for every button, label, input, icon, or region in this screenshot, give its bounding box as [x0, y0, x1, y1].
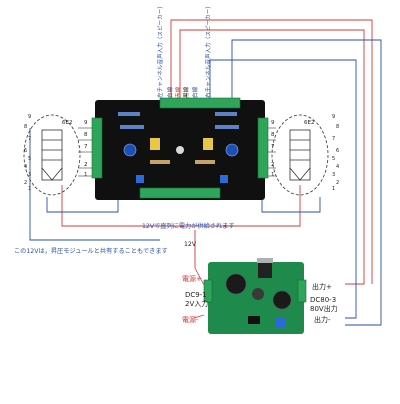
tube-pin-label: 4: [336, 164, 339, 170]
board-pin-label: 7: [271, 144, 275, 150]
board-pin-label: 1: [84, 172, 88, 178]
blue-wires: [29, 39, 382, 326]
tube-pin-label: 2: [336, 180, 339, 186]
tube-board-leads: [78, 127, 276, 177]
trim-pot: [276, 318, 285, 327]
tube-pin-label: 3: [332, 172, 335, 178]
module-out-plus: 出力+: [312, 282, 332, 291]
module-power-minus: 電源-: [182, 315, 199, 324]
film-capacitor: [150, 138, 160, 150]
tube-pin-label: 6: [24, 148, 27, 154]
top-input-label: 黒線: [182, 86, 190, 98]
top-input-label: 赤線: [174, 86, 182, 98]
v12-label: 12V: [184, 241, 197, 248]
top-input-labels: 左チャンネル音声入力（スピーカー）白線赤線黒線白線右チャンネル音声入力（スピーカ…: [156, 3, 212, 98]
top-input-label: 白線: [166, 86, 174, 98]
tube-pin-label: 5: [332, 156, 335, 162]
tube-pin-label: 9: [332, 114, 335, 120]
tube-pin-label: 1: [332, 186, 335, 192]
red-wires: [61, 19, 373, 285]
board-pin-label: 7: [84, 144, 88, 150]
electrolytic-capacitor: [225, 273, 247, 295]
module-output-range-line2: 80V出力: [310, 304, 338, 313]
tube-pin-label: 5: [28, 156, 31, 162]
boost-module: [203, 258, 307, 334]
mosfet: [258, 262, 272, 278]
board-pin-label: 2: [84, 162, 88, 168]
board-pin-label: 9: [84, 120, 88, 126]
wire-power-plus: [170, 19, 373, 284]
top-input-label: 左チャンネル音声入力（スピーカー）: [156, 3, 164, 98]
film-capacitor: [203, 138, 213, 150]
electrolytic-capacitor: [272, 290, 292, 310]
board-pins-left: 9 8 7 2 1: [84, 120, 88, 178]
wire-ground: [209, 59, 357, 319]
module-input-range-line2: 2V入力: [185, 299, 208, 308]
left-tube-name: 6E2: [62, 120, 72, 126]
module-output-range-line1: DC80-3: [310, 296, 336, 304]
wire-hv-out-plus: [179, 29, 365, 285]
tube-pin-label: 1: [28, 186, 31, 192]
wire-right-heater: [196, 185, 301, 227]
tube-pin-label: 7: [28, 136, 31, 142]
shared-12v-note: この12Vは，昇圧モジュールと共有することもできます: [14, 247, 168, 255]
tube-pin-label: 4: [24, 164, 27, 170]
terminal-block-top: [159, 97, 241, 109]
wire-left-grid: [46, 197, 119, 213]
capacitor: [123, 143, 137, 157]
board-pin-label: 8: [84, 132, 88, 138]
board-pin-label: 8: [271, 132, 275, 138]
board-pin-label: 9: [271, 120, 275, 126]
tube-pin-label: 7: [332, 136, 335, 142]
terminal-block-bottom: [139, 187, 221, 199]
module-out-minus: 出力-: [314, 315, 331, 324]
tube-pin-label: 8: [336, 124, 339, 130]
module-labels: 電源+ DC9-1 2V入力 電源- 出力+ DC80-3 80V出力 出力-: [182, 274, 338, 324]
tube-pin-label: 9: [28, 114, 31, 120]
board-pin-label: 1: [271, 172, 275, 178]
wire-left-heater: [61, 185, 196, 227]
tube-pin-label: 2: [24, 180, 27, 186]
amplifier-board: [91, 97, 269, 200]
inductor: [252, 288, 264, 300]
top-input-label: 白線: [191, 86, 199, 98]
capacitor: [225, 143, 239, 157]
right-tube-name: 6E2: [304, 120, 314, 126]
series-power-note: 12Vで直列に電力が供給されます: [142, 222, 235, 230]
module-power-plus: 電源+: [182, 274, 202, 283]
tube-pin-label: 3: [28, 172, 31, 178]
terminal-block-right: [257, 117, 269, 179]
tube-pin-label: 8: [24, 124, 27, 130]
module-input-range-line1: DC9-1: [185, 291, 207, 299]
wire-left-tube-9: [29, 128, 160, 241]
ic-chip: [248, 316, 260, 324]
terminal-block-left: [91, 117, 103, 179]
tube-pin-label: 6: [336, 148, 339, 154]
module-input-leads: [193, 267, 205, 319]
wire-right-grid: [261, 197, 321, 213]
top-input-label: 右チャンネル音声入力（スピーカー）: [204, 3, 212, 98]
